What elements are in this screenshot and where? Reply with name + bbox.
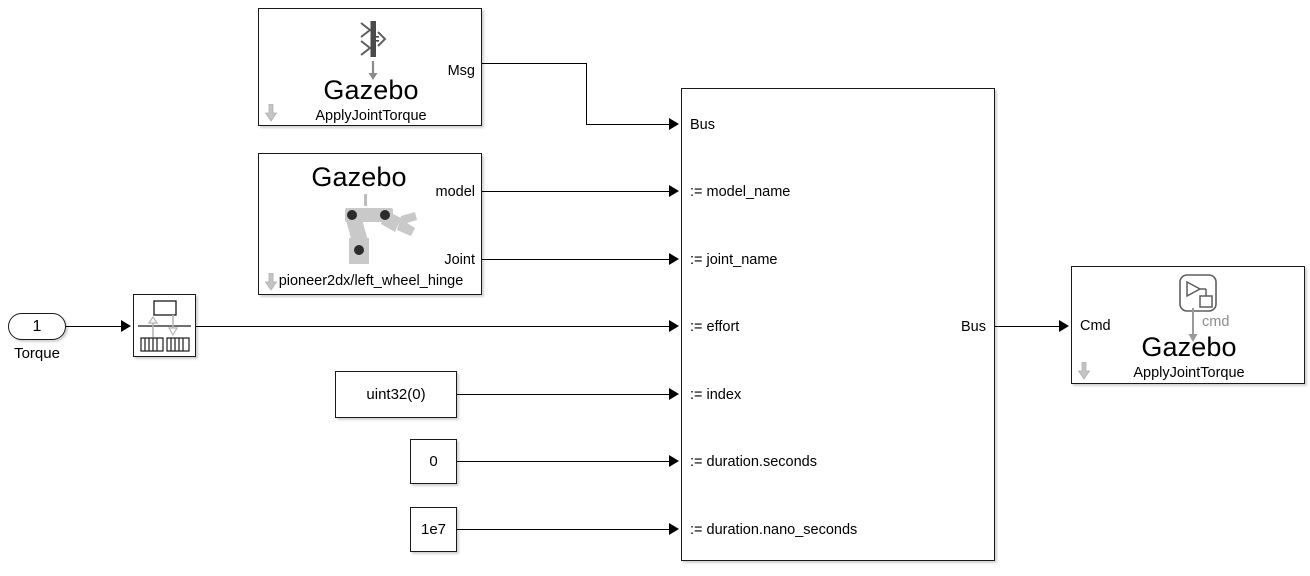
constant-value: 0 [429, 453, 438, 470]
gazebo-select-subtitle: pioneer2dx/left_wheel_hinge [278, 273, 464, 289]
block-bus-assignment[interactable]: Bus := model_name := joint_name := effor… [681, 88, 995, 561]
out-port-label-msg: Msg [447, 63, 475, 79]
arrow-converter-in [121, 320, 131, 332]
in-port-label-index: := index [690, 387, 742, 403]
wire-msg-to-bus-seg3 [586, 124, 671, 125]
block-constant-duration-nano[interactable]: 1e7 [410, 507, 457, 552]
wire-msg-to-bus-seg1 [482, 63, 587, 64]
arrow-index-in [669, 388, 679, 400]
inport-number: 1 [32, 317, 42, 335]
in-port-label-model-name: := model_name [690, 184, 791, 200]
gazebo-title: Gazebo [323, 75, 419, 105]
gazebo-apply-subtitle: ApplyJointTorque [1133, 365, 1245, 381]
sim-down-arrow-icon [264, 103, 278, 122]
arrow-model-name-in [669, 185, 679, 197]
out-port-label-joint: Joint [444, 252, 475, 268]
block-signal-converter[interactable] [133, 294, 196, 357]
in-port-label-bus: Bus [690, 117, 715, 133]
arrow-cmd-in [1059, 320, 1069, 332]
constant-value: uint32(0) [366, 386, 426, 403]
signal-converter-icon [134, 295, 195, 356]
gazebo-subtitle: ApplyJointTorque [315, 108, 427, 124]
inport-label: Torque [14, 345, 60, 362]
gazebo-apply-title: Gazebo [1141, 332, 1237, 362]
message-merge-icon [347, 15, 395, 81]
in-port-label-duration-seconds: := duration.seconds [690, 454, 817, 470]
block-gazebo-apply-command[interactable]: cmd Gazebo ApplyJointTorque Cmd [1071, 266, 1305, 384]
block-constant-index[interactable]: uint32(0) [335, 371, 457, 418]
wire-joint-to-joint-name [482, 259, 671, 260]
wire-model-to-model-name [482, 191, 671, 192]
in-port-label-joint-name: := joint_name [690, 252, 778, 268]
inport-torque[interactable]: 1 [8, 313, 66, 340]
out-port-label-bus: Bus [961, 319, 986, 335]
gazebo-select-title: Gazebo [311, 162, 407, 192]
block-constant-duration-seconds[interactable]: 0 [410, 439, 457, 484]
wire-const-to-duration-seconds [457, 461, 671, 462]
wire-converter-to-effort [196, 326, 671, 327]
wire-msg-to-bus-seg2 [586, 63, 587, 125]
wire-const-to-index [457, 394, 671, 395]
constant-value: 1e7 [420, 521, 447, 538]
block-gazebo-blank-message[interactable]: Gazebo ApplyJointTorque Msg [258, 8, 482, 126]
in-port-label-cmd: Cmd [1080, 318, 1111, 334]
sim-down-arrow-icon-2 [264, 272, 278, 291]
wire-const-to-duration-nano [457, 529, 671, 530]
block-gazebo-select-entity[interactable]: Gazebo pioneer2dx/lef [258, 153, 482, 295]
gazebo-command-icon [1175, 272, 1225, 322]
in-port-label-effort: := effort [690, 319, 740, 335]
arrow-bus-in [669, 118, 679, 130]
wire-torque-to-converter [66, 326, 122, 327]
cmd-arrow-icon [1184, 308, 1204, 344]
arrow-duration-seconds-in [669, 455, 679, 467]
wire-bus-out-to-cmd [995, 326, 1061, 327]
in-port-label-duration-nano-seconds: := duration.nano_seconds [690, 522, 858, 538]
arrow-effort-in [669, 320, 679, 332]
robot-arm-icon [319, 194, 429, 272]
cmd-icon-label: cmd [1202, 314, 1230, 330]
arrow-joint-name-in [669, 253, 679, 265]
out-port-label-model: model [435, 184, 476, 200]
arrow-duration-nano-in [669, 523, 679, 535]
sim-down-arrow-icon-3 [1077, 361, 1091, 380]
